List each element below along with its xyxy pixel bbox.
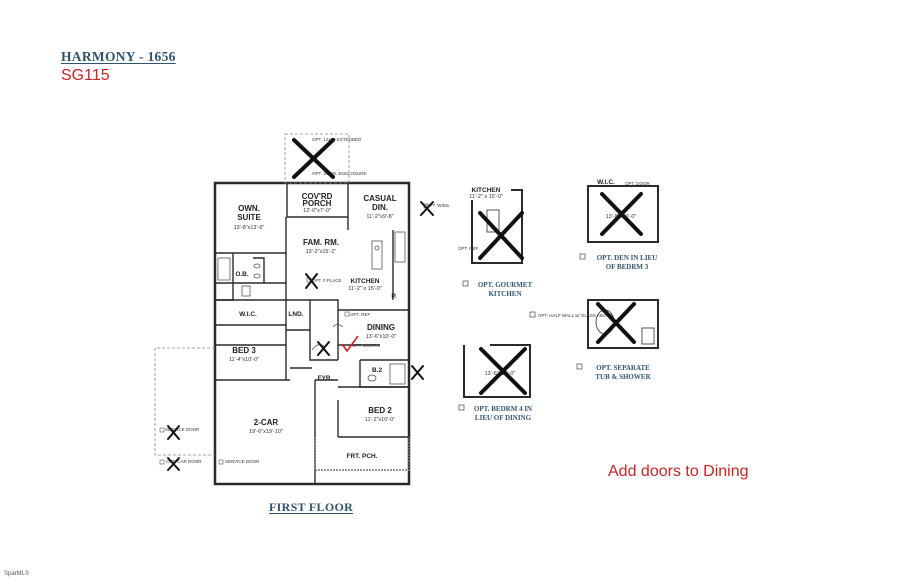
service-door-label-1: SERVICE DOOR (165, 427, 200, 432)
label-fam-rm: FAM. RM. (303, 238, 339, 247)
half-wall-label: OPT. HALF WALL w/ GLASS ABOVE (538, 313, 612, 318)
opt-fireplace-label: OPT. F.PLACE (312, 278, 342, 283)
room-labels: COV'RD PORCH 12'-0"x7'-0" CASUAL DIN. 11… (229, 192, 397, 460)
label-b2: B.2 (372, 367, 383, 374)
label-covd-porch-2: PORCH (303, 199, 332, 208)
bedrm4-option-line1: OPT. BEDRM 4 IN (474, 405, 532, 413)
bedrm4-option (463, 344, 531, 398)
label-ob: O.B. (235, 271, 249, 278)
service-door-label-2: SERVICE DOOR (225, 459, 260, 464)
dims-covd-porch: 12'-0"x7'-0" (303, 208, 331, 214)
label-own-suite-2: SUITE (237, 213, 261, 222)
label-bed3: BED 3 (232, 346, 256, 355)
sm-wic-label: W.I.C. (597, 179, 615, 186)
gourmet-x-icon (478, 211, 524, 260)
red-check-mark (341, 335, 359, 353)
corner-watermark: SparMLS (4, 571, 30, 577)
label-frt-pch: FRT. PCH. (346, 453, 377, 460)
den-option (587, 185, 659, 243)
label-fyr: FYR. (318, 375, 333, 382)
label-covd-porch: COV'RD (302, 192, 333, 201)
tub-x-icon (596, 302, 636, 344)
gourmet-option-line2: KITCHEN (488, 290, 521, 298)
dims-bed2: 11'-2"x10'-0" (365, 417, 395, 423)
tub-option-line1: OPT. SEPARATE (596, 364, 650, 372)
label-pantry: P. (391, 293, 396, 300)
label-wic: W.I.C. (239, 311, 257, 318)
option-checkboxes (458, 253, 586, 411)
sm-opt-ref: OPT. REF (458, 246, 479, 251)
small-option-labels: OPT. 12x10 EXTENDED OPT. SCRN. ENCLOSURE… (165, 137, 450, 464)
label-own-suite: OWN. (238, 204, 260, 213)
note-text: Add doors to Dining (608, 463, 749, 480)
sm-kitchen-name: KITCHEN (472, 187, 501, 194)
bedrm4-option-line2: LIEU OF DINING (475, 414, 532, 422)
den-option-line1: OPT. DEN IN LIEU (597, 254, 658, 262)
opt-ref-label: OPT. REF (350, 312, 371, 317)
label-casual-din: CASUAL (363, 194, 396, 203)
dims-own-suite: 13'-8"x13'-6" (234, 225, 265, 231)
interior-walls (214, 183, 410, 485)
header-title: HARMONY - 1656 (61, 49, 176, 64)
dims-dining: 13'-6"x10'-0" (366, 334, 397, 340)
opt-scrn-label: OPT. SCRN. ENCLOSURE (312, 171, 367, 176)
den-option-line2: OF BEDRM 3 (606, 263, 649, 271)
dims-bed3: 11'-4"x10'-0" (229, 357, 259, 363)
dims-fam-rm: 13'-2"x15'-2" (306, 249, 337, 255)
bedrm4-x-icon (479, 347, 527, 395)
sm-kitchen-dims: 11'-2" x 15'-0" (469, 194, 502, 200)
plan-code: SG115 (61, 67, 110, 84)
gourmet-option-line1: OPT. GOURMET (478, 281, 533, 289)
dims-garage: 19'-6"x19'-10" (249, 429, 283, 435)
dims-casual-din: 11'-2"x9'-8" (366, 214, 393, 220)
floor-label: FIRST FLOOR (269, 500, 354, 514)
dashed-optional-areas (154, 133, 350, 456)
label-bed2: BED 2 (368, 406, 392, 415)
opt-doors-label: OPT. DOORS (352, 343, 380, 348)
opt-wins-label: OPT. WINS. (426, 203, 450, 208)
label-dining: DINING (367, 323, 395, 332)
den-x-icon (600, 192, 643, 236)
label-casual-din-2: DIN. (372, 203, 388, 212)
label-kitchen: KITCHEN (351, 278, 380, 285)
label-garage: 2-CAR (254, 418, 279, 427)
label-lnd: LND. (288, 311, 303, 318)
tub-option-line2: TUB & SHOWER (595, 373, 651, 381)
opt-ext-label: OPT. 12x10 EXTENDED (312, 137, 362, 142)
dims-kitchen: 11'-2" x 15'-0" (348, 286, 381, 292)
sm-opt-door: OPT. DOOR (625, 181, 651, 186)
main-x-marks (167, 138, 434, 471)
fixtures (217, 231, 406, 385)
opt-car-door-label: OPT. CAR DOOR (166, 459, 202, 464)
